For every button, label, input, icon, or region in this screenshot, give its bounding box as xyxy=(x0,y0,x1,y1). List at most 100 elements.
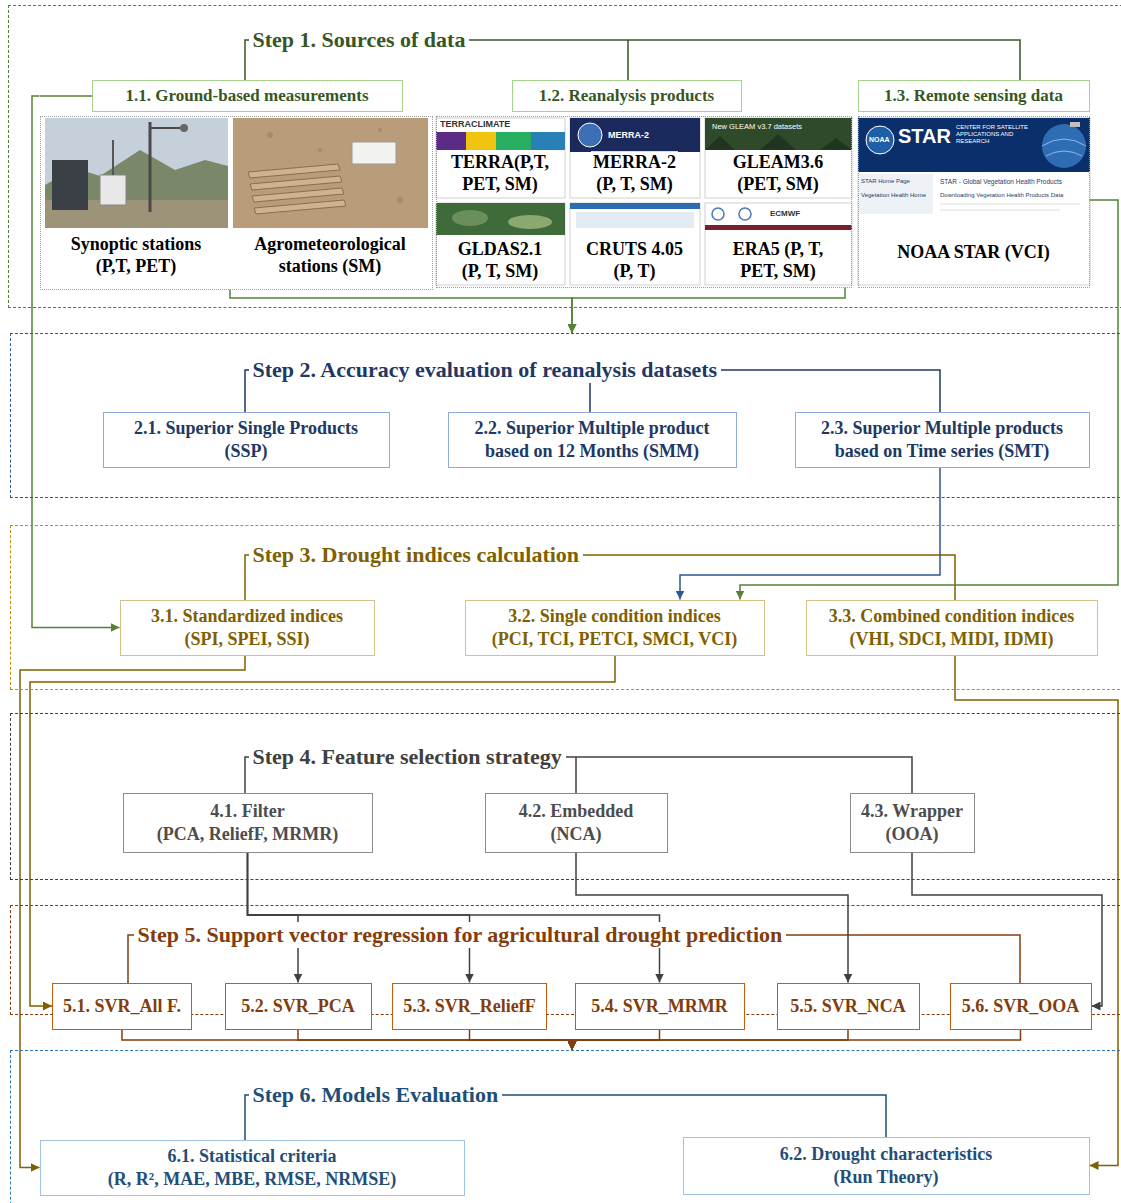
text-line: ERA5 (P, T, xyxy=(731,238,826,260)
text-line: 6.1. Statistical criteria xyxy=(168,1145,337,1168)
drawing-part xyxy=(397,197,403,203)
flow-arrow xyxy=(248,853,660,983)
screenshot-text: STAR Home Page xyxy=(861,178,910,185)
text-line: Agrometeorological xyxy=(252,233,407,255)
text-line: 2.2. Superior Multiple product xyxy=(475,417,710,440)
text-line: 5.3. SVR_ReliefF xyxy=(403,995,535,1018)
process-box: 5.6. SVR_OOA xyxy=(950,983,1092,1030)
group-heading: 1.1. Ground-based measurements xyxy=(92,80,403,112)
drawing-part xyxy=(100,175,126,205)
drawing-part xyxy=(318,148,322,152)
screenshot-text: Downloading Vegetation Health Products D… xyxy=(940,192,1063,199)
source-group: TERRA(P,T, PET, SM)MERRA-2 (P, T, SM)GLE… xyxy=(436,80,852,288)
screenshot-text: NOAA xyxy=(869,136,890,144)
text-line: (P,T, PET) xyxy=(94,255,179,277)
text-line: MERRA-2 xyxy=(591,151,678,173)
box-label: 6.2. Drought characteristics (Run Theory… xyxy=(780,1143,993,1188)
step-band: 5.1. SVR_All F. 5.2. SVR_PCA 5.3. SVR_Reli… xyxy=(10,905,1121,1015)
drawing-part xyxy=(248,164,340,178)
text-line: Step 1. Sources of data xyxy=(253,27,466,53)
text-line: PET, SM) xyxy=(738,260,818,282)
flow-arrow xyxy=(470,1030,573,1051)
flow-arrow xyxy=(955,656,1118,1166)
data-source-tile: Synoptic stations (P,T, PET) xyxy=(45,118,228,285)
text-line: GLEAM3.6 xyxy=(731,151,826,173)
box-label: 5.1. SVR_All F. xyxy=(63,995,181,1018)
step-band: 4.1. Filter (PCA, ReliefF, MRMR)4.2. Emb… xyxy=(10,713,1121,880)
step-heading: Step 1. Sources of data xyxy=(249,27,470,53)
text-line: NOAA STAR (VCI) xyxy=(895,241,1052,263)
process-box: 2.1. Superior Single Products (SSP) xyxy=(103,412,390,468)
screenshot-text: Vegetation Health Home xyxy=(861,192,926,199)
flow-arrow xyxy=(248,853,470,983)
text-line: 5.1. SVR_All F. xyxy=(63,995,181,1018)
drawing-part xyxy=(576,212,694,228)
text-line: (SPI, SPEI, SSI) xyxy=(184,628,309,651)
drawing-part xyxy=(436,118,565,198)
drawing-part xyxy=(233,118,428,228)
drawing-part xyxy=(858,118,1090,285)
screenshot-text: ECMWF xyxy=(770,209,800,219)
drawing-part xyxy=(712,208,724,220)
box-label: 5.6. SVR_OOA xyxy=(962,995,1080,1018)
drawing-part xyxy=(52,160,88,210)
screenshot-text: CENTER FOR SATELLITE APPLICATIONS AND RE… xyxy=(956,124,1036,146)
tile-caption: TERRA(P,T, PET, SM) xyxy=(436,151,565,195)
text-line: Step 6. Models Evaluation xyxy=(253,1082,499,1108)
tile-caption: GLDAS2.1 (P, T, SM) xyxy=(436,238,565,282)
process-box: 3.2. Single condition indices (PCI, TCI,… xyxy=(465,600,765,656)
flow-arrow xyxy=(680,468,940,600)
step-band: 6.1. Statistical criteria (R, R², MAE, M… xyxy=(10,1050,1121,1203)
text-line: (P, T, SM) xyxy=(594,173,675,195)
drawing-part xyxy=(578,123,602,147)
box-label: 5.2. SVR_PCA xyxy=(241,995,355,1018)
text-line: 3.2. Single condition indices xyxy=(508,605,721,628)
drawing-part xyxy=(466,132,496,150)
text-line: 2.1. Superior Single Products xyxy=(134,417,358,440)
text-line: 1.3. Remote sensing data xyxy=(884,85,1063,107)
text-line: (PCA, ReliefF, MRMR) xyxy=(157,823,338,846)
text-line: (Run Theory) xyxy=(833,1166,938,1189)
data-source-tile: CRUTS 4.05 (P, T) xyxy=(570,203,700,285)
text-line: 4.3. Wrapper xyxy=(861,800,963,823)
text-line: 5.5. SVR_NCA xyxy=(790,995,906,1018)
text-line: Step 3. Drought indices calculation xyxy=(253,542,580,568)
flow-arrow xyxy=(20,656,245,1168)
data-source-tile: TERRA(P,T, PET, SM) xyxy=(436,118,565,198)
text-line: 3.3. Combined condition indices xyxy=(829,605,1075,628)
text-line: (P, T) xyxy=(611,260,657,282)
data-source-tile: MERRA-2 (P, T, SM) xyxy=(570,118,700,198)
bracket xyxy=(40,40,1020,1140)
text-line: 4.1. Filter xyxy=(210,800,284,823)
text-line: Step 2. Accuracy evaluation of reanalysi… xyxy=(253,357,718,383)
flow-arrow xyxy=(32,96,120,628)
text-line: (OOA) xyxy=(886,823,939,846)
merra-screenshot xyxy=(570,118,700,198)
drawing-part xyxy=(40,95,92,97)
data-source-tile: GLDAS2.1 (P, T, SM) xyxy=(436,203,565,285)
flow-arrow xyxy=(230,290,572,334)
text-line: TERRA(P,T, xyxy=(449,151,551,173)
process-box: 5.2. SVR_PCA xyxy=(225,983,372,1030)
tile-caption: NOAA STAR (VCI) xyxy=(858,241,1090,263)
process-box: 4.3. Wrapper (OOA) xyxy=(850,793,975,853)
box-label: 5.3. SVR_ReliefF xyxy=(403,995,535,1018)
process-box: 3.3. Combined condition indices (VHI, SD… xyxy=(806,600,1098,656)
drawing-part xyxy=(149,122,152,212)
box-label: 3.1. Standardized indices (SPI, SPEI, SS… xyxy=(151,605,343,650)
text-line: 6.2. Drought characteristics xyxy=(780,1143,993,1166)
text-line: stations (SM) xyxy=(277,255,384,277)
step-heading: Step 2. Accuracy evaluation of reanalysi… xyxy=(249,357,722,383)
drawing-part xyxy=(252,188,344,202)
terraclimate-screenshot xyxy=(436,118,565,198)
drawing-part xyxy=(436,132,466,150)
text-line: Step 5. Support vector regression for ag… xyxy=(138,922,783,948)
screenshot-text: STAR xyxy=(898,124,951,148)
box-label: 4.3. Wrapper (OOA) xyxy=(861,800,963,845)
drawing-part xyxy=(570,203,700,209)
text-line: 5.6. SVR_OOA xyxy=(962,995,1080,1018)
process-box: 4.1. Filter (PCA, ReliefF, MRMR) xyxy=(123,793,373,853)
text-line: (PET, SM) xyxy=(735,173,821,195)
drawing-part xyxy=(1042,124,1086,168)
